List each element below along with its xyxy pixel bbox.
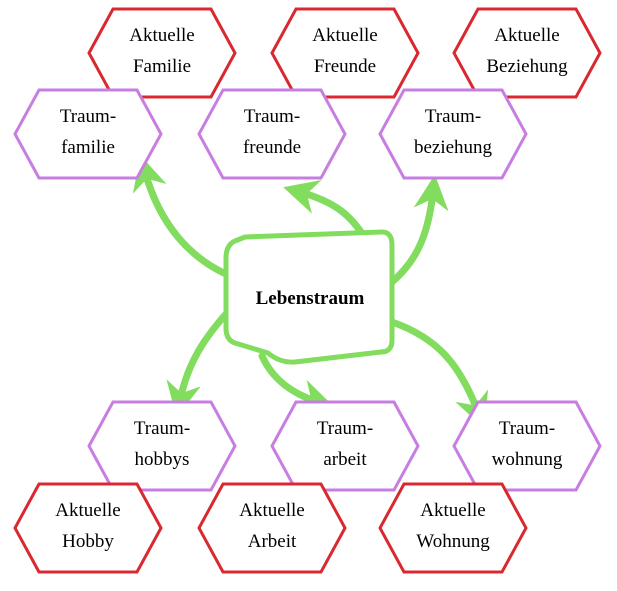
node-aktuelle-wohnung-label-line-2: Wohnung xyxy=(416,531,490,552)
node-aktuelle-beziehung-label-line-1: Aktuelle xyxy=(494,25,559,46)
center-node-lebenstraum: Lebenstraum xyxy=(223,229,395,365)
center-node-shape xyxy=(223,229,395,365)
arrow-to-traumfreunde xyxy=(283,179,367,239)
node-aktuelle-hobby-shape xyxy=(13,482,163,574)
node-aktuelle-familie-shape xyxy=(87,7,237,99)
node-traumarbeit-label-line-2: arbeit xyxy=(323,449,367,470)
node-traumfamilie: Traum-familie xyxy=(13,88,163,180)
node-traumarbeit-label-line-1: Traum- xyxy=(317,418,373,439)
node-aktuelle-arbeit-label-line-1: Aktuelle xyxy=(239,500,304,521)
node-aktuelle-hobby-label-line-2: Hobby xyxy=(62,531,114,552)
node-aktuelle-wohnung-shape xyxy=(378,482,528,574)
node-traumwohnung-label-line-1: Traum- xyxy=(499,418,555,439)
node-traumfamilie-shape xyxy=(13,88,163,180)
node-traumarbeit: Traum-arbeit xyxy=(270,400,420,492)
node-aktuelle-beziehung-shape xyxy=(452,7,602,99)
node-traumbeziehung-shape xyxy=(378,88,528,180)
arrow-to-traumbeziehung xyxy=(388,174,449,286)
node-aktuelle-hobby-label-line-1: Aktuelle xyxy=(55,500,120,521)
node-traumbeziehung-label-line-2: beziehung xyxy=(414,137,493,158)
node-traumarbeit-shape xyxy=(270,400,420,492)
node-traumhobbys-shape xyxy=(87,400,237,492)
node-traumfreunde-shape xyxy=(197,88,347,180)
arrow-to-traumfamilie xyxy=(132,155,232,279)
node-aktuelle-familie-label-line-2: Familie xyxy=(133,56,191,77)
node-aktuelle-freunde-label-line-1: Aktuelle xyxy=(312,25,377,46)
node-aktuelle-beziehung-label-line-2: Beziehung xyxy=(486,56,568,77)
node-aktuelle-freunde-label-line-2: Freunde xyxy=(314,56,376,77)
node-traumhobbys: Traum-hobbys xyxy=(87,400,237,492)
node-aktuelle-arbeit-shape xyxy=(197,482,347,574)
node-traumfreunde-label-line-1: Traum- xyxy=(244,106,300,127)
node-traumbeziehung-label-line-1: Traum- xyxy=(425,106,481,127)
node-aktuelle-wohnung-label-line-1: Aktuelle xyxy=(420,500,485,521)
hexagon-nodes: AktuelleFamilieAktuelleFreundeAktuelleBe… xyxy=(13,7,602,574)
node-traumwohnung-label-line-2: wohnung xyxy=(492,449,563,470)
connector-arrows xyxy=(132,155,489,429)
node-traumbeziehung: Traum-beziehung xyxy=(378,88,528,180)
node-traumwohnung-shape xyxy=(452,400,602,492)
node-aktuelle-familie-label-line-1: Aktuelle xyxy=(129,25,194,46)
node-traumwohnung: Traum-wohnung xyxy=(452,400,602,492)
node-aktuelle-arbeit-label-line-2: Arbeit xyxy=(248,531,297,552)
arrow-to-traumhobbys xyxy=(166,311,229,418)
center-node-label: Lebenstraum xyxy=(256,288,365,309)
node-traumfamilie-label-line-1: Traum- xyxy=(60,106,116,127)
arrow-to-traumwohnung xyxy=(388,318,489,429)
node-traumhobbys-label-line-2: hobbys xyxy=(135,449,190,470)
arrow-to-traumarbeit xyxy=(258,352,335,414)
node-traumfamilie-label-line-2: familie xyxy=(61,137,115,158)
node-traumfreunde: Traum-freunde xyxy=(197,88,347,180)
node-traumfreunde-label-line-2: freunde xyxy=(243,137,301,158)
node-aktuelle-freunde-shape xyxy=(270,7,420,99)
node-traumhobbys-label-line-1: Traum- xyxy=(134,418,190,439)
